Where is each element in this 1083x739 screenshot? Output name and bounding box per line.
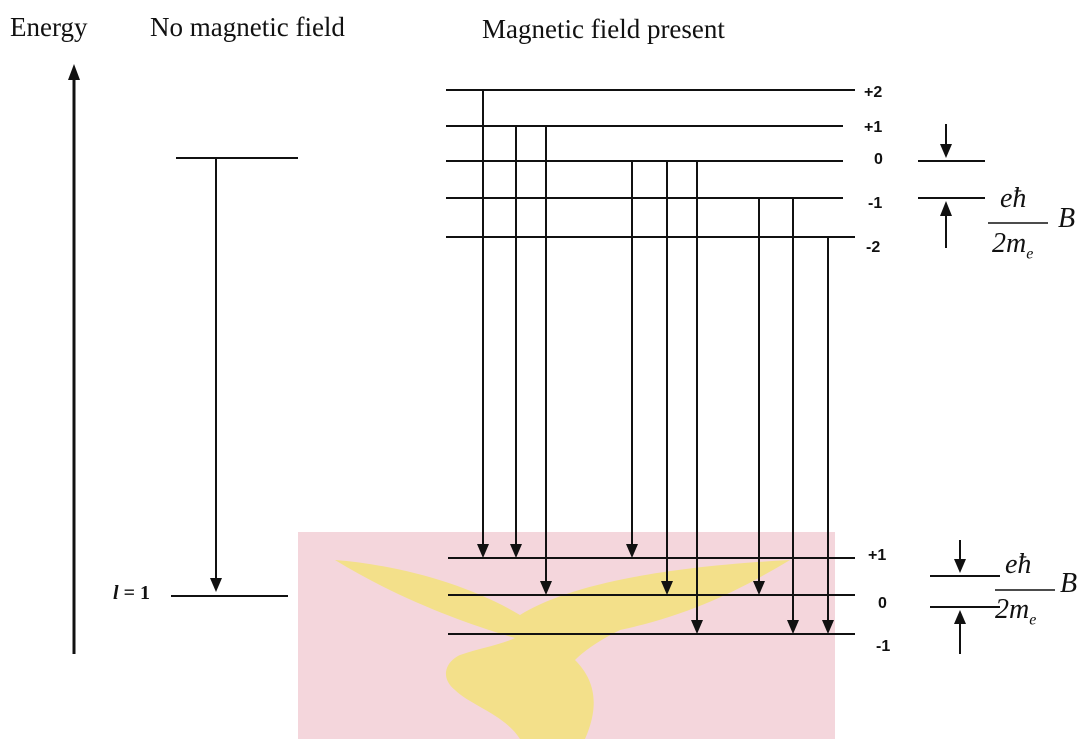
fraction-numerator: eħ — [1005, 549, 1032, 580]
lower-m-label: +1 — [868, 547, 887, 564]
no-field-label: No magnetic field — [150, 12, 345, 42]
transition-arrowhead — [626, 544, 638, 558]
eagle-watermark-icon — [335, 560, 790, 739]
no-field-transition-arrowhead — [210, 578, 222, 592]
fraction-denominator: 2me — [992, 228, 1034, 263]
lower-m-label: 0 — [878, 595, 887, 612]
field-symbol: B — [1058, 203, 1076, 234]
transition-arrowhead — [510, 544, 522, 558]
lower-m-label: -1 — [876, 638, 891, 655]
orbital-l-label: l = 1 — [113, 582, 150, 604]
upper-m-label: 0 — [874, 151, 883, 168]
transition-arrowhead — [477, 544, 489, 558]
fraction-numerator: eħ — [1000, 183, 1027, 214]
transition-arrowhead — [691, 620, 703, 634]
fraction-denominator: 2me — [995, 594, 1037, 629]
field-symbol: B — [1060, 568, 1078, 599]
spacing-arrow-down-head — [940, 144, 952, 158]
field-present-label: Magnetic field present — [482, 14, 725, 44]
spacing-arrow-up-head — [954, 610, 966, 624]
transition-arrowhead — [822, 620, 834, 634]
upper-m-label: -1 — [868, 195, 883, 212]
transition-arrowhead — [787, 620, 799, 634]
upper-m-label: -2 — [866, 239, 881, 256]
upper-m-label: +2 — [864, 84, 883, 101]
transition-arrowhead — [661, 581, 673, 595]
energy-label: Energy — [10, 12, 88, 42]
spacing-arrow-up-head — [940, 201, 952, 216]
transition-arrowhead — [540, 581, 552, 595]
energy-axis-arrowhead — [68, 64, 80, 80]
upper-m-label: +1 — [864, 119, 883, 136]
transition-arrowhead — [753, 581, 765, 595]
spacing-arrow-down-head — [954, 559, 966, 573]
